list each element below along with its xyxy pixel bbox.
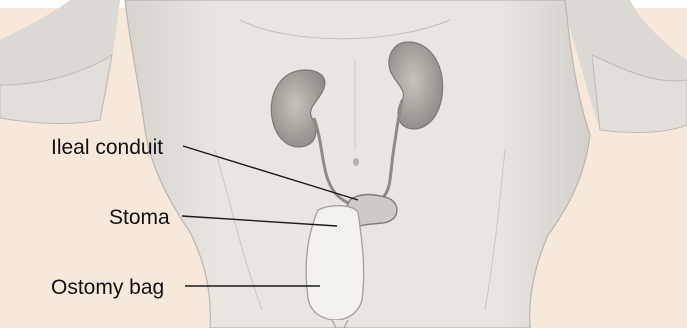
label-stoma: Stoma xyxy=(109,206,170,230)
label-ileal-conduit: Ileal conduit xyxy=(51,136,163,160)
navel xyxy=(353,158,359,166)
ostomy-bag xyxy=(306,206,364,320)
label-ostomy-bag: Ostomy bag xyxy=(51,276,164,300)
